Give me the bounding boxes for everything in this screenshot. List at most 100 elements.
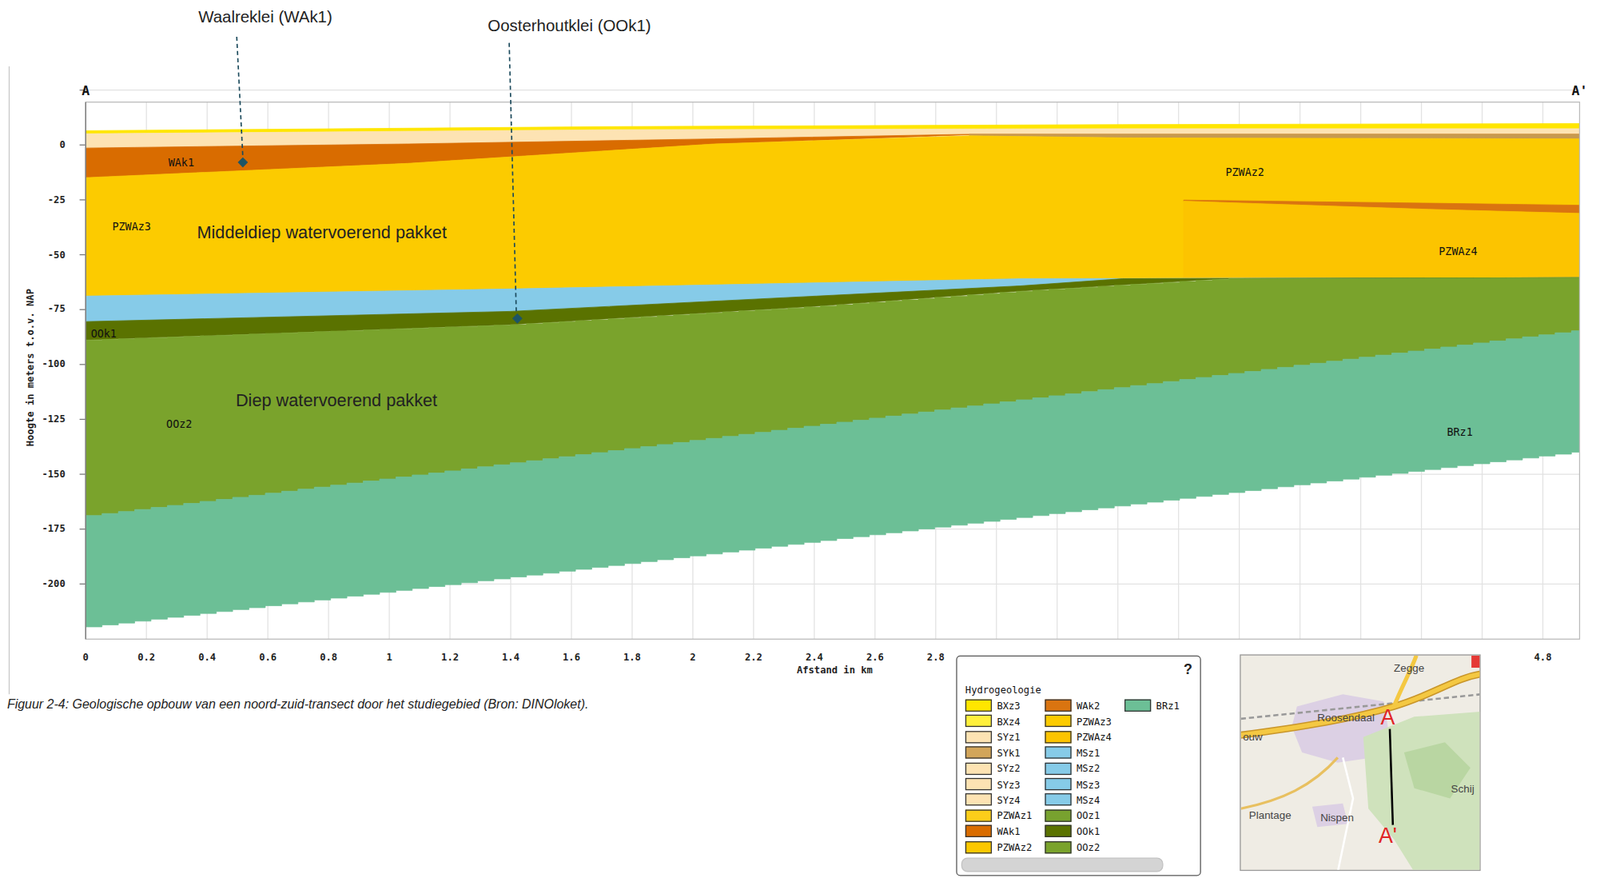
scrollbar bbox=[961, 857, 1164, 872]
callout-label: Waalreklei (WAk1) bbox=[198, 7, 333, 26]
grid bbox=[79, 90, 1581, 640]
section-end-label: A bbox=[81, 83, 90, 99]
legend-swatch bbox=[1044, 699, 1071, 712]
legend-text: WAk1 bbox=[996, 825, 1020, 837]
legend-item: OOz2 bbox=[1044, 840, 1100, 853]
layer-code: OOk1 bbox=[91, 327, 117, 340]
legend-item: SYz1 bbox=[965, 730, 1021, 743]
legend-item: WAk1 bbox=[965, 824, 1021, 837]
place-name: Roosendaal bbox=[1317, 711, 1375, 724]
section-end-label: A' bbox=[1571, 83, 1588, 99]
legend-swatch bbox=[1044, 714, 1071, 727]
layer-code: PZWAz4 bbox=[1438, 246, 1477, 259]
axis-label: 1.6 bbox=[562, 652, 581, 663]
legend-item: WAk2 bbox=[1044, 699, 1100, 712]
legend-swatch bbox=[1044, 808, 1071, 821]
legend-text: PZWAz2 bbox=[996, 840, 1032, 852]
legend-item: BXz4 bbox=[965, 714, 1021, 727]
layer-code: WAk1 bbox=[168, 157, 195, 170]
section-end-label: A bbox=[1380, 704, 1395, 729]
axis-label: 0 bbox=[83, 652, 89, 663]
legend-title: Hydrogeologie bbox=[965, 684, 1042, 695]
legend-text: BXz4 bbox=[996, 715, 1020, 727]
axis-label: 2.6 bbox=[866, 652, 884, 663]
legend-item: MSz2 bbox=[1044, 761, 1100, 774]
callout-label: Oosterhoutklei (OOk1) bbox=[487, 16, 651, 35]
axis-label: -25 bbox=[47, 194, 66, 205]
legend-swatch bbox=[965, 714, 992, 727]
axis-label: -50 bbox=[47, 249, 66, 260]
axis-label: 1.4 bbox=[501, 652, 520, 663]
legend-swatch bbox=[1044, 793, 1071, 806]
axis-label: 2.4 bbox=[805, 652, 824, 663]
legend-text: MSz1 bbox=[1076, 746, 1100, 758]
legend-swatch bbox=[1044, 746, 1071, 759]
place-name: ouw bbox=[1242, 730, 1263, 743]
leader-lines bbox=[236, 36, 523, 324]
layer-bands bbox=[85, 123, 1580, 626]
legend-swatch bbox=[1044, 840, 1071, 853]
legend-item: OOk1 bbox=[1044, 824, 1100, 837]
legend-swatch bbox=[965, 824, 992, 837]
figure-caption: Figuur 2-4: Geologische opbouw van een n… bbox=[7, 696, 589, 712]
map-drawing bbox=[1241, 655, 1481, 871]
legend-text: MSz2 bbox=[1076, 762, 1100, 774]
page-border bbox=[8, 66, 10, 694]
legend-text: PZWAz3 bbox=[1076, 715, 1112, 727]
axis-label: 0 bbox=[59, 139, 65, 151]
axis-label: -75 bbox=[47, 304, 66, 315]
aquifer-note: Diep watervoerend pakket bbox=[235, 391, 438, 411]
axis-label: 1.8 bbox=[623, 652, 641, 663]
legend-swatch bbox=[965, 699, 992, 712]
axis-label: -200 bbox=[41, 578, 65, 590]
legend-swatch bbox=[965, 840, 992, 853]
axis-label: 1.2 bbox=[441, 652, 459, 663]
place-name: Plantage bbox=[1249, 809, 1292, 822]
aquifer-note: Middeldiep watervoerend pakket bbox=[196, 223, 447, 243]
legend-item: MSz4 bbox=[1044, 793, 1100, 806]
legend-item: OOz1 bbox=[1044, 808, 1100, 821]
axis-label: 2 bbox=[689, 652, 696, 663]
legend-item: PZWAz4 bbox=[1044, 730, 1111, 743]
legend-text: PZWAz4 bbox=[1076, 731, 1112, 743]
layer-code: PZWAz2 bbox=[1225, 166, 1264, 179]
legend-swatch bbox=[965, 793, 992, 806]
help-icon: ? bbox=[1183, 661, 1193, 678]
legend-item: SYz2 bbox=[965, 761, 1021, 774]
legend-swatch bbox=[965, 777, 992, 790]
legend-swatch bbox=[965, 808, 992, 821]
layer-code: PZWAz3 bbox=[111, 220, 151, 233]
legend-item: PZWAz1 bbox=[965, 808, 1032, 821]
legend-swatch bbox=[1124, 699, 1151, 712]
legend-text: BXz3 bbox=[996, 699, 1020, 711]
legend-text: SYz1 bbox=[996, 731, 1020, 743]
legend-text: SYz4 bbox=[996, 793, 1020, 805]
axis-label: -150 bbox=[41, 468, 65, 479]
legend-text: SYz2 bbox=[996, 762, 1020, 774]
legend-item: BRz1 bbox=[1124, 699, 1180, 712]
axis-label: 4.8 bbox=[1534, 652, 1553, 663]
legend-item: BXz3 bbox=[965, 699, 1021, 712]
axis-label: 2.2 bbox=[744, 652, 763, 663]
legend-text: OOk1 bbox=[1076, 825, 1100, 837]
axis-title: Hoogte in meters t.o.v. NAP bbox=[25, 288, 36, 446]
layer-code: BRz1 bbox=[1446, 426, 1473, 439]
legend-text: SYz3 bbox=[996, 778, 1020, 790]
legend-item: MSz1 bbox=[1044, 746, 1100, 759]
axis-label: 1 bbox=[386, 652, 392, 663]
legend-text: BRz1 bbox=[1156, 699, 1180, 711]
axis-label: 0.4 bbox=[198, 652, 216, 663]
legend-text: MSz3 bbox=[1076, 778, 1100, 790]
legend-text: WAk2 bbox=[1076, 699, 1100, 711]
legend-text: PZWAz1 bbox=[996, 809, 1032, 821]
legend-item: SYk1 bbox=[965, 746, 1021, 759]
legend-item: PZWAz3 bbox=[1044, 714, 1111, 727]
legend-text: OOz1 bbox=[1076, 809, 1100, 821]
axis-label: -100 bbox=[41, 358, 65, 370]
layer-code: OOz2 bbox=[166, 418, 192, 431]
legend-swatch bbox=[1044, 824, 1071, 837]
y-axis bbox=[85, 102, 87, 640]
axis-label: Afstand in km bbox=[796, 664, 873, 676]
legend-item: SYz3 bbox=[965, 777, 1021, 790]
legend-panel: ? HydrogeologieBXz3BXz4SYz1SYk1SYz2SYz3SY… bbox=[955, 655, 1201, 876]
